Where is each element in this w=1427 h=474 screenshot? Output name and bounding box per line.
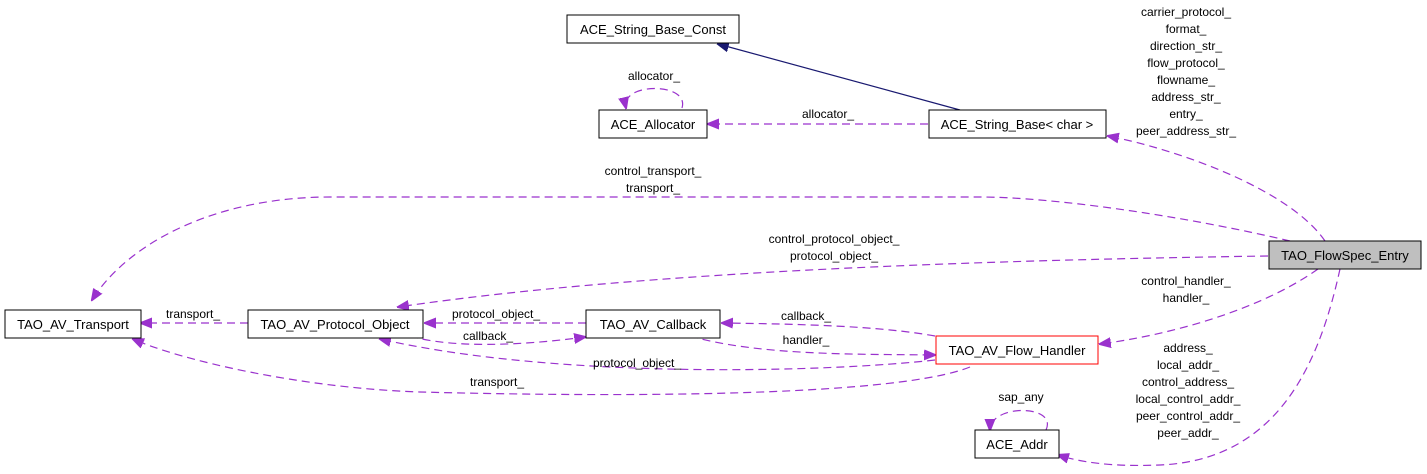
node-av-flow-handler[interactable]: TAO_AV_Flow_Handler [935,335,1099,365]
edge-label: control_transport_ [605,164,702,178]
edge-label: flow_protocol_ [1147,56,1225,70]
node-string-base-char[interactable]: ACE_String_Base< char > [928,109,1107,139]
edge-label: entry_ [1169,107,1203,121]
node-label: ACE_String_Base_Const [580,22,726,37]
edge-label: address_ [1163,341,1213,355]
node-string-base-const[interactable]: ACE_String_Base_Const [566,14,740,44]
edge-label-protocol-callback: callback_ [463,329,513,343]
node-label: TAO_AV_Protocol_Object [260,317,409,332]
edge-handler-to-transport [133,339,971,396]
edge-label: address_str_ [1151,90,1221,104]
edge-callback-to-handler [689,335,935,355]
edge-label: peer_addr_ [1157,426,1219,440]
label-string-fields: carrier_protocol_ format_ direction_str_… [1136,5,1236,138]
node-ace-addr[interactable]: ACE_Addr [974,429,1060,459]
edge-label: control_protocol_object_ [769,232,900,246]
edge-label-handler-protocol: protocol_object_ [593,356,681,370]
node-label: TAO_AV_Transport [17,317,129,332]
edge-flowspec-to-transport [92,196,1291,300]
edge-label: peer_control_addr_ [1136,409,1240,423]
edge-allocator-self [626,87,684,109]
edge-label-string-allocator: allocator_ [802,107,854,121]
edge-label-callback-protocol: protocol_object_ [452,307,540,321]
node-av-callback[interactable]: TAO_AV_Callback [585,309,721,339]
edge-addr-self [990,409,1049,431]
edge-label: control_handler_ [1141,274,1231,288]
edge-label: transport_ [626,181,680,195]
edge-flowspec-to-protocol [398,255,1269,307]
edge-label: control_address_ [1142,375,1234,389]
edge-label: local_addr_ [1157,358,1219,372]
edge-flowspec-to-string [1108,136,1326,242]
edge-label-protocol-transport: transport_ [166,307,220,321]
edge-label: peer_address_str_ [1136,124,1236,138]
edge-label: handler_ [1163,291,1210,305]
edge-label-callback-handler: handler_ [783,333,830,347]
edge-label: local_control_addr_ [1136,392,1241,406]
node-label: TAO_FlowSpec_Entry [1281,248,1409,263]
edge-label: protocol_object_ [790,249,878,263]
node-label: ACE_String_Base< char > [941,117,1093,132]
edge-handler-to-callback [722,323,936,337]
inheritance-edge-string-base [718,44,961,111]
edge-label: direction_str_ [1150,39,1222,53]
edge-label: format_ [1166,22,1207,36]
edge-flowspec-to-addr [1058,268,1341,467]
label-addr-fields: address_ local_addr_ control_address_ lo… [1136,341,1241,440]
edge-handler-to-protocol [380,339,936,371]
node-flowspec-entry[interactable]: TAO_FlowSpec_Entry [1268,240,1422,270]
edge-flowspec-to-handler [1100,268,1319,344]
node-allocator[interactable]: ACE_Allocator [598,109,708,139]
edge-label: flowname_ [1157,73,1215,87]
edge-label: carrier_protocol_ [1141,5,1231,19]
node-label: ACE_Addr [986,437,1048,452]
node-label: TAO_AV_Callback [600,317,707,332]
edge-label-allocator-self: allocator_ [628,69,680,83]
edge-label-handler-callback: callback_ [781,309,831,323]
node-av-transport[interactable]: TAO_AV_Transport [4,309,142,339]
node-label: ACE_Allocator [611,117,696,132]
edge-label-addr-self: sap_any [998,390,1043,404]
node-av-protocol-object[interactable]: TAO_AV_Protocol_Object [247,309,424,339]
edge-protocol-to-callback [409,336,585,345]
node-label: TAO_AV_Flow_Handler [949,343,1086,358]
edge-label-handler-transport: transport_ [470,375,524,389]
